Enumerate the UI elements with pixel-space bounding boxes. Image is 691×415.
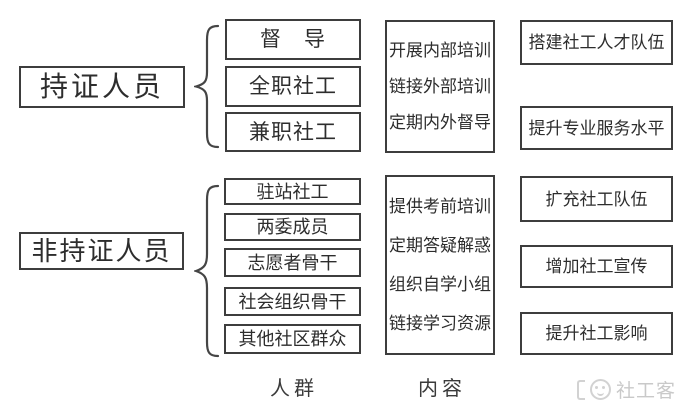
content-box-noncertified: 提供考前培训 定期答疑解惑 组织自学小组 链接学习资源: [385, 175, 495, 355]
content-line: 定期内外督导: [389, 113, 491, 133]
outcome-label: 提升专业服务水平: [528, 118, 665, 138]
member-box: 社会组织骨干: [224, 287, 361, 316]
content-line: 提供考前培训: [389, 197, 491, 216]
outcome-label: 提升社工影响: [545, 324, 648, 343]
content-line: 链接外部培训: [389, 76, 491, 96]
content-line: 定期答疑解惑: [389, 236, 491, 255]
outcome-box: 增加社工宣传: [520, 245, 673, 288]
member-box: 其他社区群众: [224, 324, 361, 354]
member-label: 两委成员: [256, 217, 329, 237]
member-label: 驻站社工: [256, 181, 329, 202]
column-label-content: 内容: [418, 378, 466, 400]
member-label: 其他社区群众: [238, 329, 347, 349]
member-label: 督 导: [260, 28, 326, 51]
outcome-box: 搭建社工人才队伍: [520, 20, 673, 65]
watermark-text: 社工客: [616, 381, 677, 402]
member-label: 社会组织骨干: [238, 291, 347, 312]
outcome-label: 增加社工宣传: [545, 257, 648, 276]
category-box-noncertified: 非持证人员: [19, 232, 184, 270]
content-line: 组织自学小组: [389, 275, 491, 294]
member-box: 驻站社工: [224, 178, 361, 205]
content-line: 开展内部培训: [389, 40, 491, 60]
member-box: 兼职社工: [225, 112, 361, 152]
smiley-face-icon: [590, 379, 611, 400]
member-box: 志愿者骨干: [224, 248, 361, 277]
watermark-logo: 社工客: [577, 376, 676, 403]
content-line: 链接学习资源: [389, 314, 491, 333]
bracket-icon: [577, 379, 585, 400]
category-label: 持证人员: [39, 71, 164, 102]
member-box: 督 导: [225, 19, 361, 60]
content-box-certified: 开展内部培训 链接外部培训 定期内外督导: [385, 20, 495, 153]
member-label: 兼职社工: [249, 120, 337, 144]
column-label-people: 人群: [270, 378, 318, 400]
category-label: 非持证人员: [31, 236, 172, 266]
member-label: 全职社工: [249, 75, 337, 98]
member-label: 志愿者骨干: [247, 252, 338, 273]
outcome-box: 扩充社工队伍: [520, 176, 673, 222]
brace-noncertified: [194, 184, 220, 358]
category-box-certified: 持证人员: [19, 66, 185, 108]
outcome-label: 扩充社工队伍: [545, 189, 648, 209]
member-box: 两委成员: [224, 213, 361, 241]
brace-certified: [194, 24, 220, 149]
outcome-label: 搭建社工人才队伍: [528, 33, 665, 52]
member-box: 全职社工: [225, 66, 361, 107]
outcome-box: 提升专业服务水平: [520, 106, 673, 150]
outcome-box: 提升社工影响: [520, 312, 673, 355]
